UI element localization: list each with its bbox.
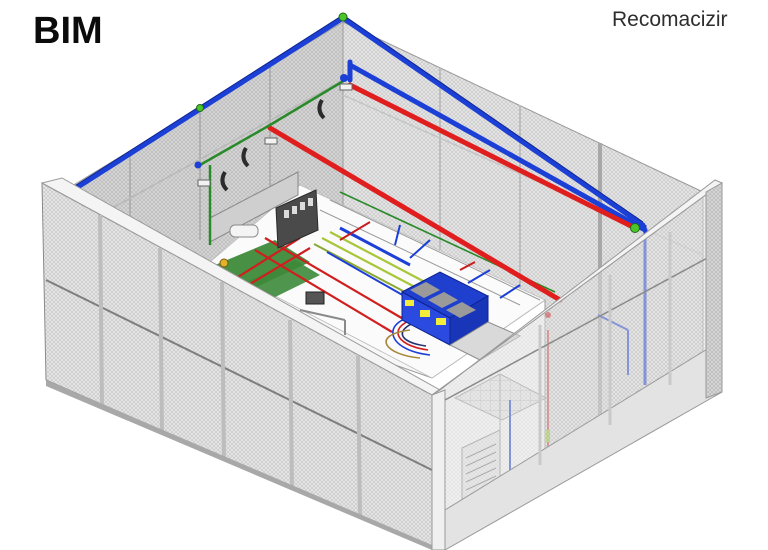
page-subtitle: Recomacizir: [612, 8, 728, 31]
green-grounding-conductor: [199, 78, 346, 245]
pipe-junctions: [68, 12, 640, 233]
red-hot-water-pipes: [267, 82, 638, 303]
page-title: BIM: [33, 10, 103, 52]
left-front-mesh-wall: [40, 177, 441, 550]
water-heater: [229, 224, 259, 238]
floor-equipment: [299, 291, 346, 335]
blue-equipment-racks: [400, 271, 522, 361]
right-front-mesh-wall: [431, 179, 724, 550]
floor-red-conduits: [229, 237, 406, 333]
